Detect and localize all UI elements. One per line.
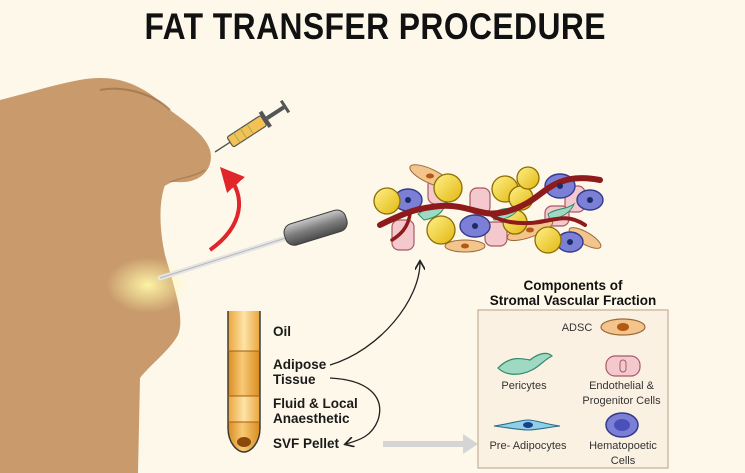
syringe-icon	[214, 99, 291, 153]
adsc-cell-icon	[600, 318, 646, 336]
adipose-to-cells-arrow	[329, 262, 420, 366]
svf-box-title-line1: Components of	[523, 278, 623, 293]
adipose-to-pellet-arrow	[329, 377, 381, 444]
centrifuge-tube	[227, 311, 261, 453]
cannula-icon	[157, 209, 348, 281]
svf-box-title-line2: Stromal Vascular Fraction	[489, 293, 657, 308]
label-pericytes: Pericytes	[501, 380, 547, 392]
svf-cell-cluster	[373, 164, 604, 254]
preadipocyte-cell-icon	[493, 419, 561, 431]
label-adsc: ADSC	[561, 322, 593, 334]
label-hematopoetic: Hematopoetic Cells	[589, 440, 657, 467]
label-endothelial: Endothelial & Progenitor Cells	[582, 380, 661, 407]
torso-illustration	[0, 78, 211, 473]
liposuction-glow	[106, 257, 190, 313]
transfer-arrow	[208, 167, 245, 252]
label-oil: Oil	[273, 324, 292, 339]
endothelial-cell-icon	[605, 355, 641, 377]
pellet-to-box-arrow	[383, 434, 478, 454]
label-fluid-anaesthetic: Fluid & Local Anaesthetic	[273, 396, 358, 426]
label-adipose-tissue: Adipose Tissue	[273, 357, 327, 387]
pericyte-cell-icon	[497, 352, 554, 375]
label-svf-pellet: SVF Pellet	[273, 436, 340, 451]
hematopoetic-cell-icon	[605, 412, 639, 438]
page-title: FAT TRANSFER PROCEDURE	[144, 6, 606, 47]
label-preadipocytes: Pre- Adipocytes	[489, 440, 567, 452]
svf-components-box	[477, 309, 669, 469]
